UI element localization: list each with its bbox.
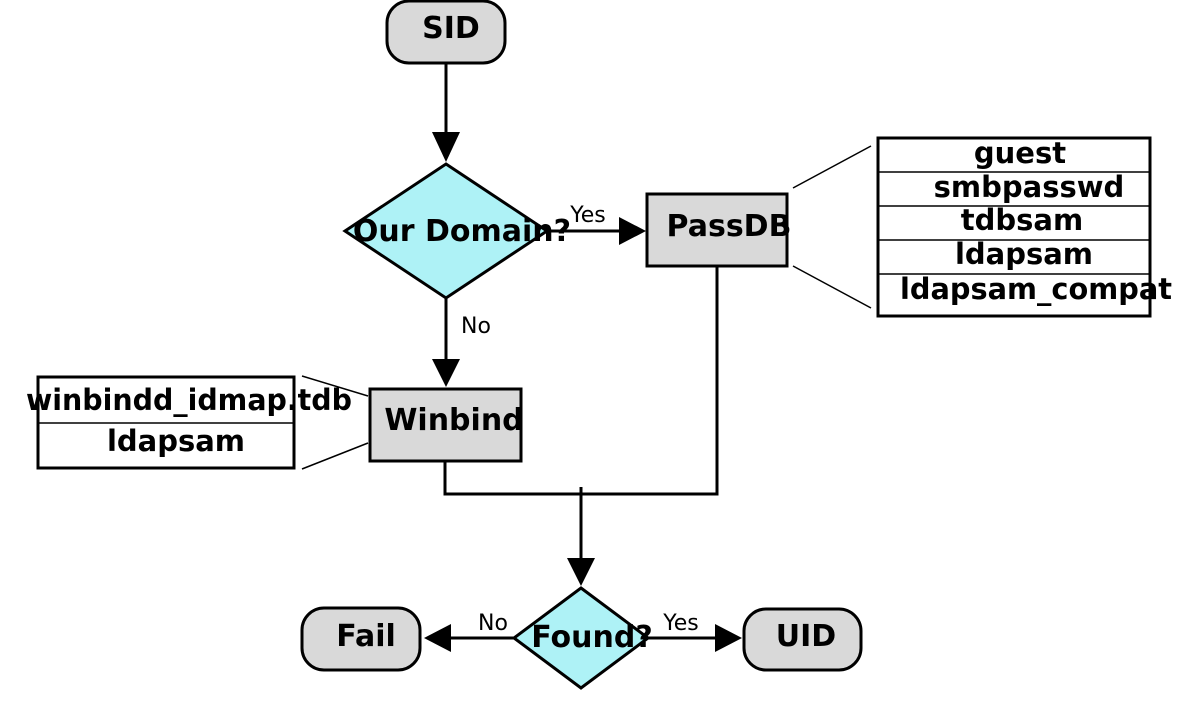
our-domain-decision: Our Domain?	[342, 162, 571, 300]
callout-line	[301, 375, 369, 397]
found-label: Found?	[531, 620, 652, 655]
arrowhead-icon	[619, 217, 646, 245]
winbind-backend-cell: ldapsam	[107, 424, 245, 458]
winbind-backend-cell: winbindd_idmap.tdb	[26, 383, 352, 417]
fail-label: Fail	[336, 619, 396, 654]
edge-label-domain-no: No	[461, 314, 491, 339]
callout-line	[792, 265, 872, 309]
edge-label-domain-yes: Yes	[569, 203, 606, 228]
uid-label: UID	[776, 619, 836, 654]
found-decision: Found?	[511, 586, 653, 690]
sid-label: SID	[422, 11, 480, 46]
winbind-process: Winbind	[368, 387, 524, 463]
passdb-backend-cell: ldapsam	[955, 237, 1093, 271]
passdb-backend-cell: guest	[974, 136, 1066, 170]
passdb-label: PassDB	[667, 209, 792, 244]
passdb-process: PassDB	[645, 192, 792, 268]
winbind-backends-table: winbindd_idmap.tdb ldapsam	[26, 375, 352, 470]
our-domain-label: Our Domain?	[353, 214, 571, 249]
winbind-label: Winbind	[384, 403, 523, 438]
arrowhead-icon	[715, 624, 742, 652]
uid-terminal: UID	[742, 607, 863, 672]
passdb-backends-table: guest smbpasswd tdbsam ldapsam ldapsam_c…	[876, 136, 1172, 318]
fail-terminal: Fail	[300, 606, 422, 672]
callout-line	[301, 442, 369, 470]
passdb-backend-cell: smbpasswd	[934, 170, 1125, 204]
callout-line	[792, 145, 872, 189]
edge-label-found-no: No	[478, 611, 508, 636]
arrowhead-icon	[432, 132, 460, 162]
edge-label-found-yes: Yes	[662, 611, 699, 636]
arrowhead-icon	[424, 624, 451, 652]
passdb-backend-cell: tdbsam	[961, 203, 1083, 237]
passdb-backend-cell: ldapsam_compat	[900, 272, 1172, 306]
arrowhead-icon	[432, 359, 460, 387]
sid-terminal: SID	[385, 0, 507, 65]
arrowhead-icon	[567, 558, 595, 586]
